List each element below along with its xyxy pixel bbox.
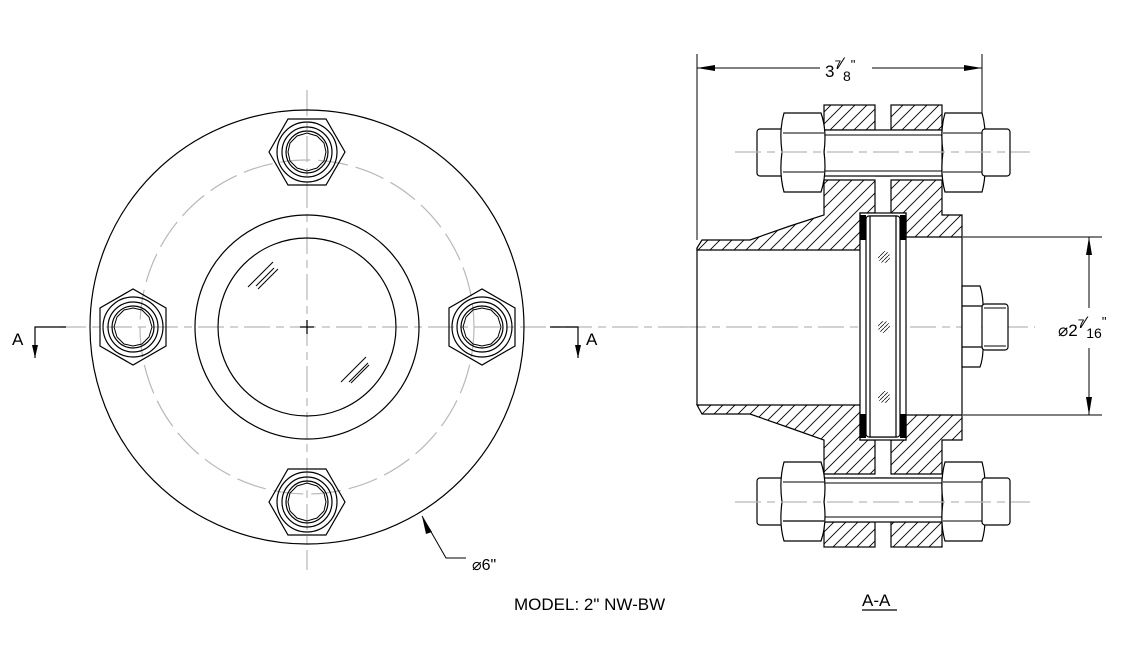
section-title: A-A [862,591,891,610]
glass-hatch-mark [878,251,890,263]
glass-hatch-mark [878,391,890,403]
section-marker-right-label: A [586,330,598,349]
sight-glass-assembly [859,212,907,441]
bolt-bottom [735,461,1030,542]
bolt-top [735,112,1030,193]
section-marker-left-label: A [12,330,24,349]
bolt-circle [139,159,475,495]
arrow-icon [1086,397,1092,415]
section-marker-right: A [550,326,598,358]
overall-length-text: 37⁄8" [825,54,856,84]
flange-strip-bottom-left [823,521,876,548]
sight-glass-circle [217,237,397,417]
outer-diameter-text: ⌀6" [472,557,496,574]
front-view: A A ⌀6" [12,90,700,574]
arrow-icon [964,65,982,71]
gasket-icon [900,414,906,438]
glass-hatch-mark [878,321,890,333]
outer-diameter-dimension: ⌀6" [421,515,496,574]
section-view: 37⁄8" ⌀27⁄16" [680,54,1107,548]
arrow-icon [1086,237,1092,255]
glass-reflection-icon [247,261,370,384]
hub-circle [194,214,420,440]
flange-strip-top-right [890,104,943,131]
section-marker-left: A [12,326,66,358]
overall-length-dimension: 37⁄8" [696,54,983,240]
arrow-icon [697,65,715,71]
flange-strip-top-left [823,104,876,131]
model-label: MODEL: 2" NW-BW [514,595,665,614]
bore-diameter-dimension: ⌀27⁄16" [963,236,1107,416]
gasket-icon [860,414,866,438]
gasket-icon [900,215,906,240]
bolt-shank [823,129,943,177]
bore-diameter-text: ⌀27⁄16" [1058,313,1107,341]
flange-strip-bottom-right [890,521,943,548]
center-nut-side [961,285,1009,368]
flange-outer-circle [89,109,525,545]
gasket-icon [860,215,866,240]
bolt-shank [823,477,943,523]
weld-neck-upper [696,179,876,251]
